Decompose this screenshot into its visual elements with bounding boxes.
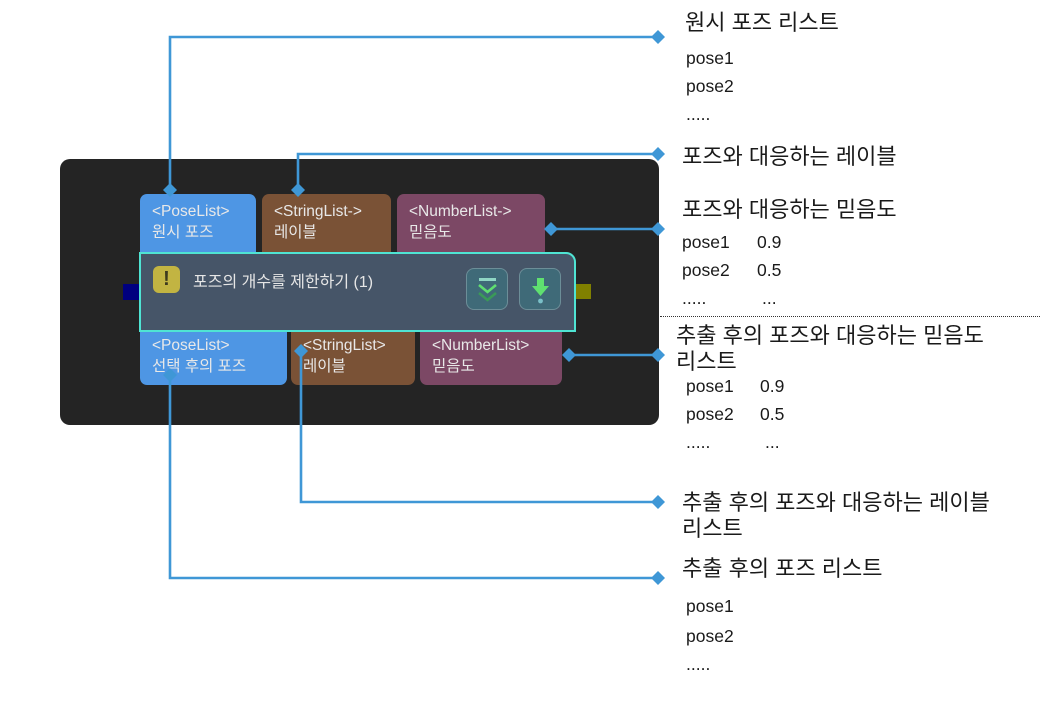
annotation-row: pose1 0.9: [682, 231, 781, 253]
diamond-marker: [163, 183, 177, 197]
annotation-row: ..... ...: [682, 287, 777, 309]
node-input-handle[interactable]: [123, 284, 139, 300]
annotation-raw-poses-title: 원시 포즈 리스트: [685, 10, 839, 35]
annotation-confidence-title: 포즈와 대응하는 믿음도: [682, 197, 897, 222]
pose-name: pose2: [686, 404, 734, 424]
annotation-labels-title: 포즈와 대응하는 레이블: [682, 144, 897, 169]
pose-name: .....: [686, 432, 711, 452]
input-port-labels[interactable]: <StringList-> 레이블: [262, 194, 391, 254]
port-type: <PoseList>: [152, 337, 230, 354]
annotation-row: ..... ...: [686, 431, 780, 453]
diamond-marker: [651, 348, 665, 362]
diamond-marker: [651, 495, 665, 509]
diamond-marker: [651, 147, 665, 161]
output-port-confidence[interactable]: <NumberList> 믿음도: [420, 332, 562, 385]
separator-dotted-line: [660, 316, 1040, 317]
diamond-marker: [163, 368, 177, 382]
diamond-marker: [291, 183, 305, 197]
download-arrow-icon: [532, 278, 549, 304]
diamond-marker: [544, 222, 558, 236]
annotation-row: pose1: [686, 48, 734, 68]
port-label: 원시 포즈: [152, 224, 214, 241]
node-output-handle[interactable]: [576, 284, 591, 299]
annotation-row: pose1 0.9: [686, 375, 784, 397]
confidence-value: 0.5: [757, 260, 782, 280]
diamond-marker: [651, 30, 665, 44]
output-port-labels[interactable]: <StringList> 레이블: [291, 332, 415, 385]
pose-name: pose1: [686, 376, 734, 396]
pose-name: .....: [682, 288, 707, 308]
confidence-value: ...: [762, 288, 777, 308]
port-type: <StringList>: [303, 337, 386, 354]
limit-poses-node[interactable]: ! 포즈의 개수를 제한하기 (1): [139, 252, 576, 332]
port-label: 레이블: [303, 358, 346, 375]
annotation-row: .....: [686, 104, 711, 124]
collapse-expand-button[interactable]: [466, 268, 508, 310]
confidence-value: ...: [765, 432, 780, 452]
annotation-out-poses-title: 추출 후의 포즈 리스트: [682, 556, 883, 581]
port-type: <StringList->: [274, 203, 362, 220]
connector-labels: [296, 152, 658, 190]
confidence-value: 0.9: [757, 232, 782, 252]
port-type: <NumberList>: [432, 337, 530, 354]
annotation-row: pose2 0.5: [682, 259, 781, 281]
pose-name: pose2: [682, 260, 730, 280]
annotation-row: pose2 0.5: [686, 403, 784, 425]
connector-out-poses: [168, 375, 658, 580]
port-label: 믿음도: [432, 358, 475, 375]
port-label: 믿음도: [409, 224, 452, 241]
annotation-out-labels-title: 추출 후의 포즈와 대응하는 레이블: [682, 490, 990, 515]
port-label: 선택 후의 포즈: [152, 358, 247, 375]
node-title: 포즈의 개수를 제한하기 (1): [193, 274, 374, 291]
warning-icon: !: [153, 266, 180, 293]
confidence-value: 0.9: [760, 376, 785, 396]
annotation-row: pose2: [686, 76, 734, 96]
connector-out-labels: [299, 351, 658, 504]
diamond-marker: [294, 344, 308, 358]
annotation-out-confidence-title-line2: 리스트: [676, 349, 737, 374]
annotation-out-confidence-title: 추출 후의 포즈와 대응하는 믿음도: [676, 323, 984, 348]
annotation-row: .....: [686, 654, 711, 674]
download-button[interactable]: [519, 268, 561, 310]
diamond-marker: [651, 571, 665, 585]
confidence-value: 0.5: [760, 404, 785, 424]
input-port-confidence[interactable]: <NumberList-> 믿음도: [397, 194, 545, 254]
port-label: 레이블: [274, 224, 317, 241]
input-port-raw-poses[interactable]: <PoseList> 원시 포즈: [140, 194, 256, 254]
double-chevron-down-icon: [478, 278, 497, 302]
connector-raw-poses: [168, 35, 658, 190]
diamond-marker: [562, 348, 576, 362]
diamond-marker: [651, 222, 665, 236]
annotation-row: pose2: [686, 626, 734, 646]
port-type: <PoseList>: [152, 203, 230, 220]
port-type: <NumberList->: [409, 203, 512, 220]
pose-name: pose1: [682, 232, 730, 252]
annotation-out-labels-title-line2: 리스트: [682, 516, 743, 541]
annotation-row: pose1: [686, 596, 734, 616]
